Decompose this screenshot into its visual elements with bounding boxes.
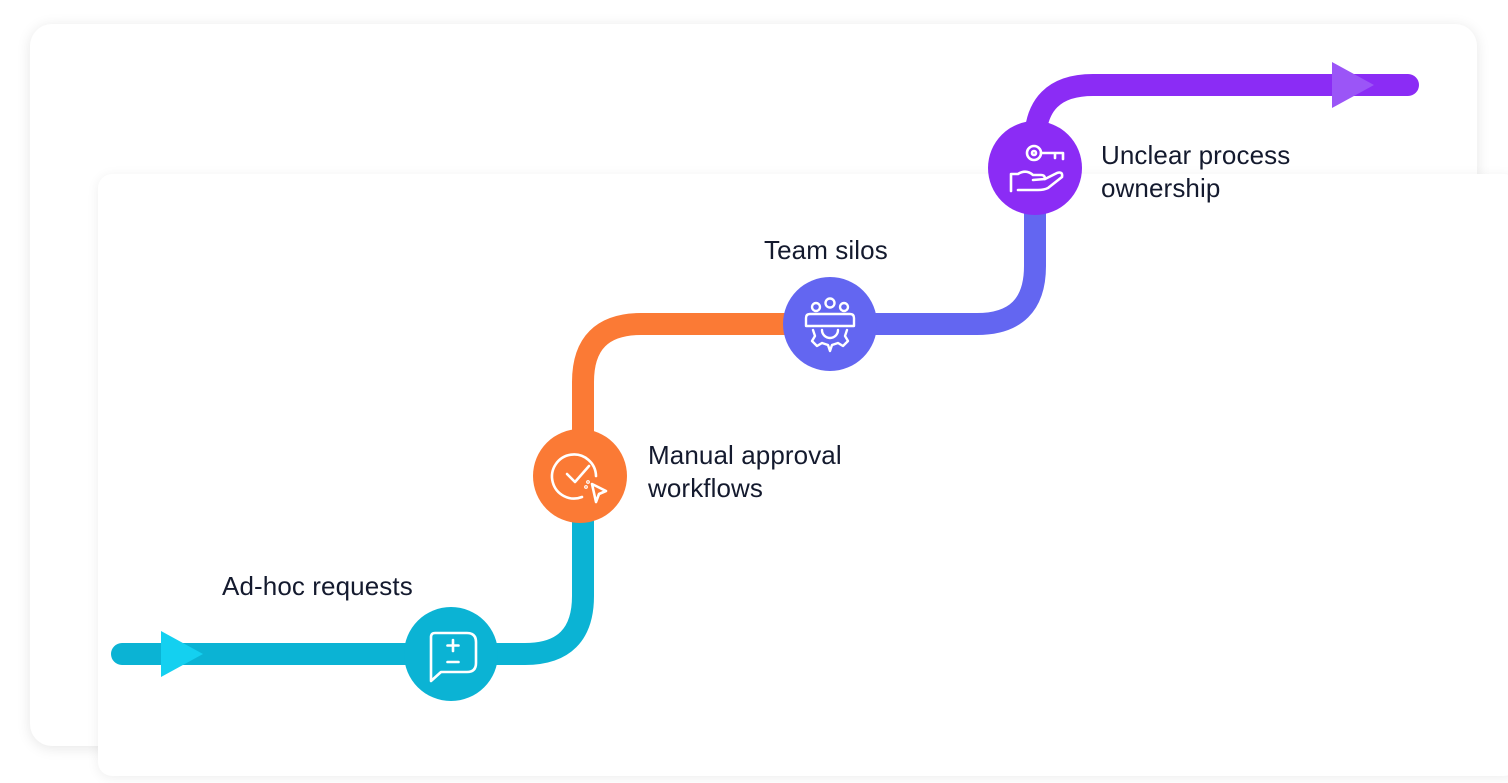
- start-arrow-icon: [161, 631, 203, 677]
- step-label-manual-approval: Manual approval workflows: [648, 439, 968, 505]
- step-node-manual-approval: [533, 429, 627, 523]
- step-label-manual-approval-line2: workflows: [648, 473, 764, 503]
- path-segment-3: [819, 157, 1046, 335]
- step-label-team-silos: Team silos: [764, 234, 888, 267]
- step-label-team-silos-line1: Team silos: [764, 235, 888, 265]
- key-hand-icon: [1009, 144, 1065, 193]
- step-label-manual-approval-line1: Manual approval: [648, 440, 842, 470]
- end-arrow-icon: [1332, 62, 1374, 108]
- foreground-card: [98, 174, 1508, 776]
- check-circle-cursor-icon: [550, 453, 608, 504]
- step-label-unclear-ownership-line1: Unclear process: [1101, 140, 1291, 170]
- step-label-unclear-ownership-line2: ownership: [1101, 173, 1221, 203]
- step-label-ad-hoc: Ad-hoc requests: [222, 570, 413, 603]
- step-node-unclear-ownership: [988, 121, 1082, 215]
- step-node-ad-hoc: [404, 607, 498, 701]
- path-segment-2: [572, 313, 841, 487]
- path-segment-1: [111, 465, 594, 665]
- step-label-ad-hoc-line1: Ad-hoc requests: [222, 571, 413, 601]
- step-label-unclear-ownership: Unclear process ownership: [1101, 139, 1421, 205]
- team-gear-icon: [804, 297, 856, 353]
- step-node-team-silos: [783, 277, 877, 371]
- chat-plus-minus-icon: [429, 631, 478, 683]
